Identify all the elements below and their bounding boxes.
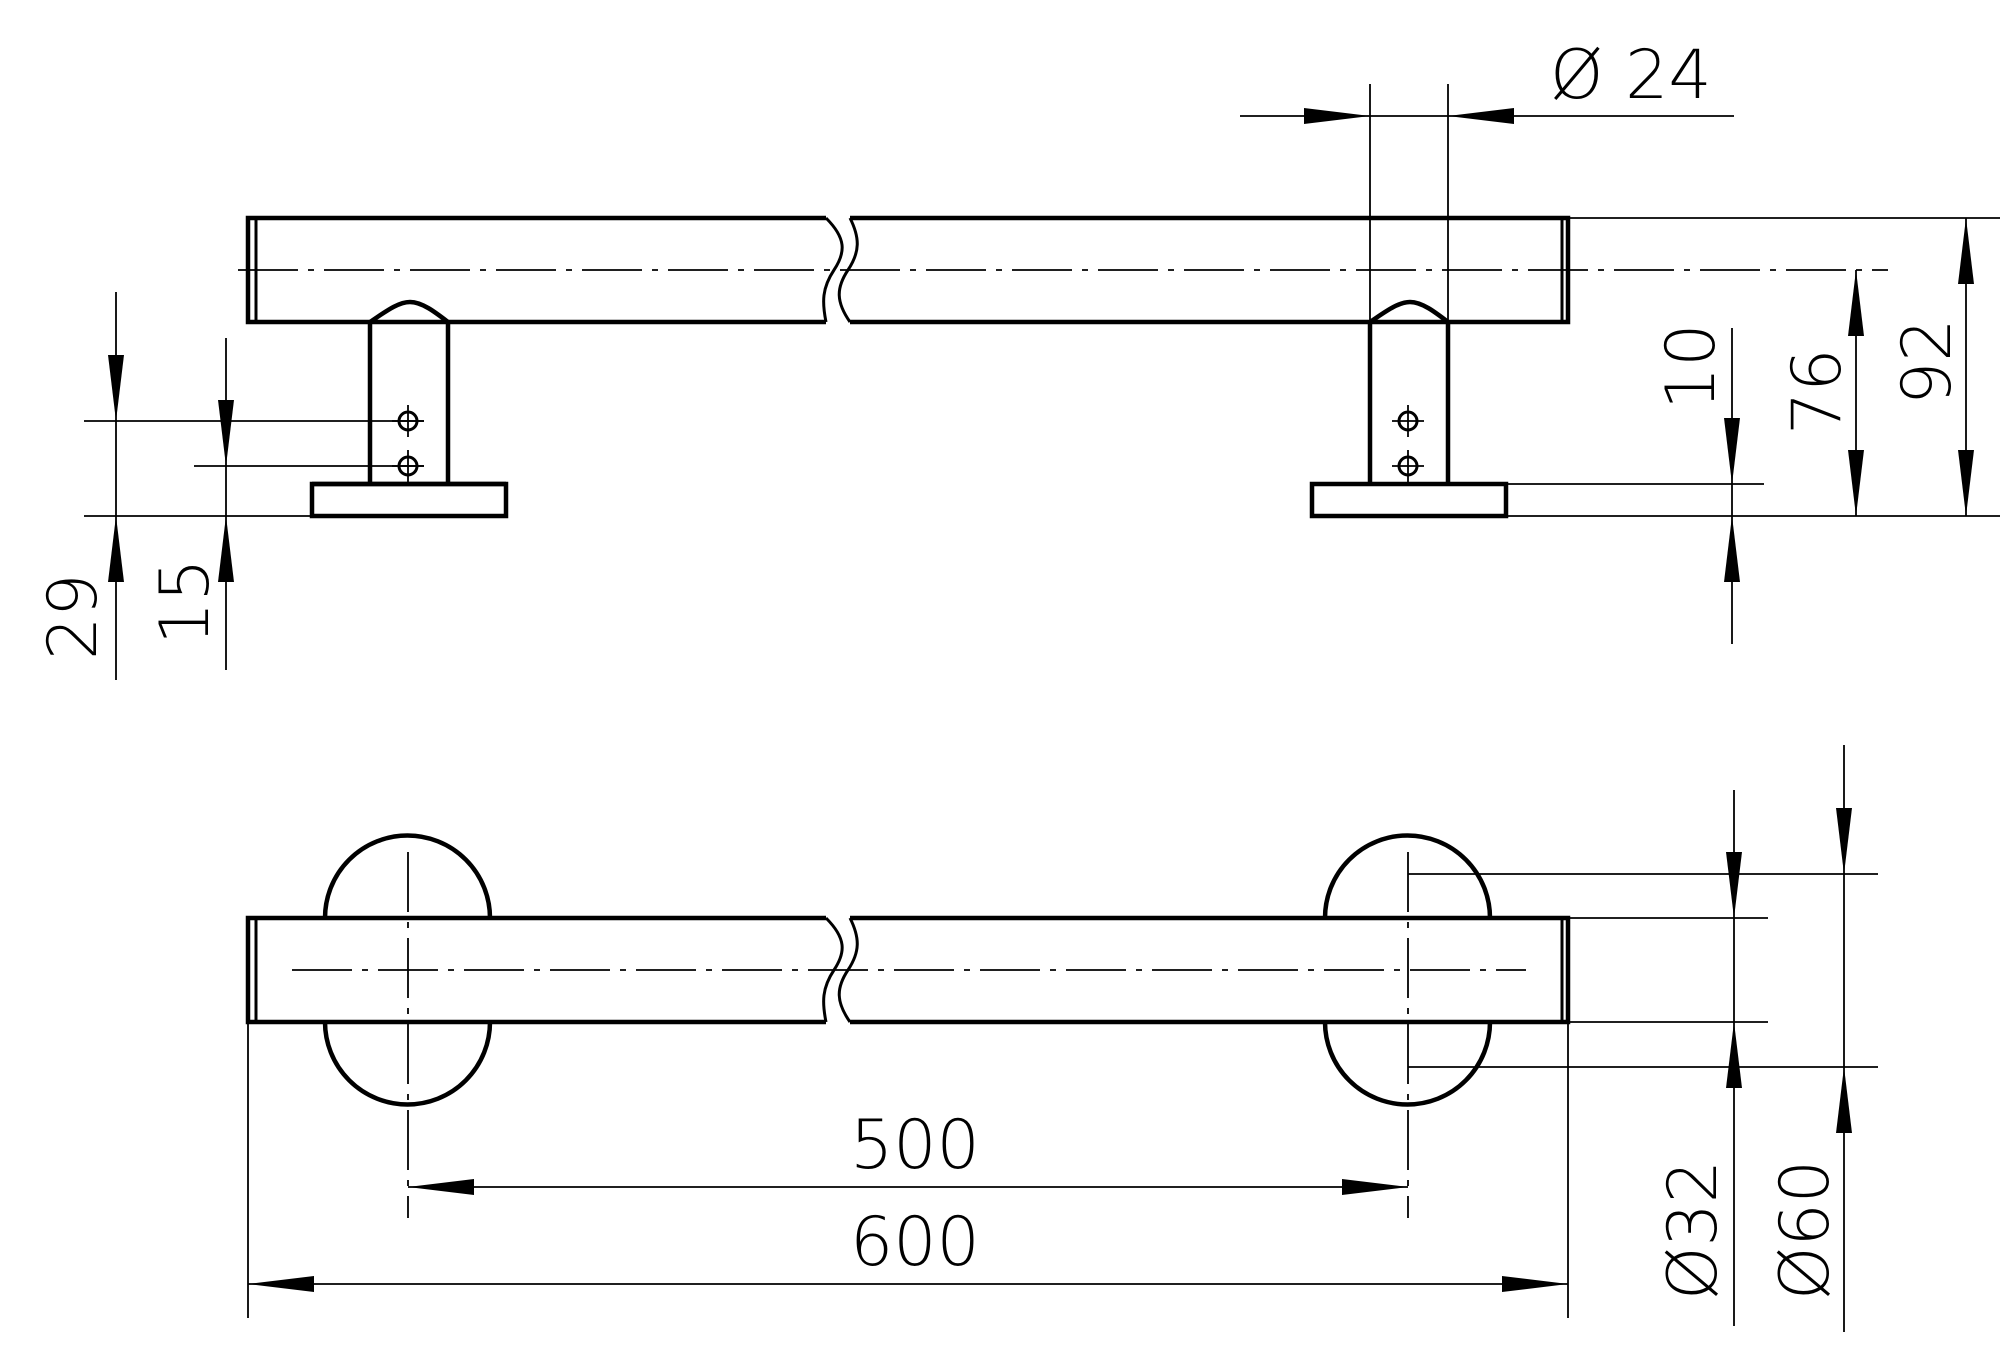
label-overall-length: 600 <box>850 1203 980 1282</box>
dim-hole-upper: 29 <box>34 292 424 680</box>
dim-overall-length: 600 <box>247 1022 1569 1318</box>
dim-center-height: 76 <box>1778 270 1864 516</box>
dim-center-spacing: 500 <box>408 1106 1408 1195</box>
side-view: Ø 24 92 76 10 <box>34 36 2000 680</box>
dim-rosette-diameter: Ø60 <box>1408 745 1878 1332</box>
label-rosette-diameter: Ø60 <box>1766 1160 1845 1300</box>
label-center-height: 76 <box>1778 348 1857 435</box>
dim-plate-thickness: 10 <box>1506 323 1764 644</box>
side-post-right <box>1309 299 1509 519</box>
rosette-right <box>1322 833 1493 1107</box>
dim-tube-diameter: Ø 24 <box>1240 36 1734 322</box>
rosette-left <box>322 833 493 1107</box>
label-total-height: 92 <box>1888 318 1967 405</box>
label-hole-lower: 15 <box>146 558 225 645</box>
dim-hole-lower: 15 <box>146 338 424 670</box>
dim-total-height: 92 <box>1506 217 2000 517</box>
label-tube-diameter: Ø 24 <box>1550 36 1712 115</box>
label-bar-diameter: Ø32 <box>1654 1160 1733 1300</box>
dim-bar-diameter: Ø32 <box>1568 790 1768 1326</box>
top-view: 500 600 Ø32 Ø60 <box>245 745 1878 1332</box>
side-post-left <box>309 299 509 519</box>
label-hole-upper: 29 <box>34 573 113 660</box>
label-plate-thickness: 10 <box>1652 323 1731 410</box>
label-center-spacing: 500 <box>850 1106 980 1185</box>
